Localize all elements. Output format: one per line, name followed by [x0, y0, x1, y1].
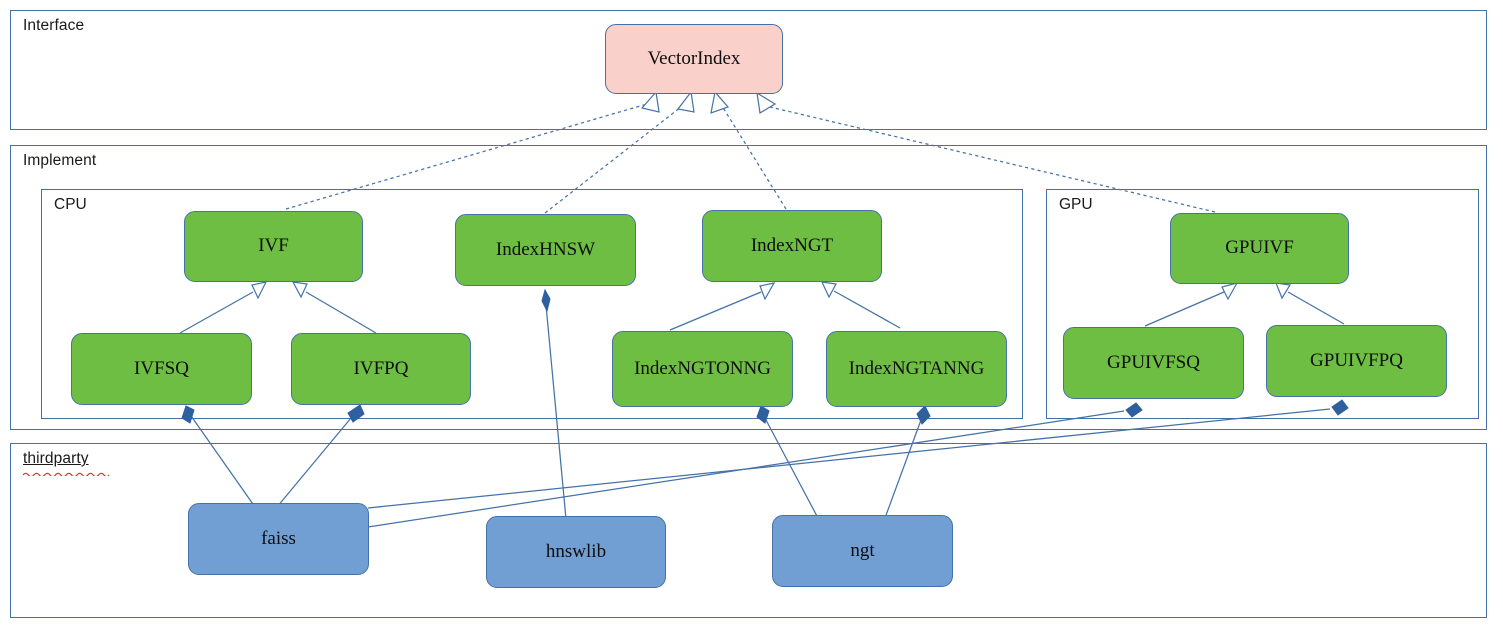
node-vectorindex[interactable]: VectorIndex	[605, 24, 783, 94]
node-ivfpq-label: IVFPQ	[353, 357, 409, 379]
node-indexngt[interactable]: IndexNGT	[702, 210, 882, 282]
edge-indexngt-realizes-vectorindex	[710, 90, 787, 210]
edge-faiss-composes-gpuivfsq	[367, 402, 1143, 528]
node-gpuivfpq-label: GPUIVFPQ	[1310, 349, 1403, 371]
edge-ivf-realizes-vectorindex	[285, 90, 660, 210]
group-implement: Implement CPU GPU	[10, 145, 1487, 430]
edge-faiss-composes-ivfsq	[181, 405, 256, 508]
node-hnswlib-label: hnswlib	[545, 540, 607, 562]
node-indexngtonng-label: IndexNGTONNG	[634, 357, 771, 379]
node-indexngtanng-label: IndexNGTANNG	[848, 357, 985, 379]
node-gpuivfpq[interactable]: GPUIVFPQ	[1266, 325, 1447, 397]
edge-faiss-composes-gpuivfpq	[367, 399, 1349, 509]
edge-faiss-composes-ivfpq	[276, 404, 365, 508]
node-faiss[interactable]: faiss	[188, 503, 369, 575]
group-cpu-label: CPU	[54, 196, 87, 213]
group-thirdparty-label: thirdparty	[23, 450, 89, 467]
node-ivf[interactable]: IVF	[184, 211, 363, 282]
edge-ivfsq-extends-ivf	[179, 281, 268, 334]
edge-indexhnsw-realizes-vectorindex	[544, 90, 695, 214]
edge-gpuivfsq-extends-gpuivf	[1144, 282, 1239, 327]
node-indexngtonng[interactable]: IndexNGTONNG	[612, 331, 793, 407]
node-gpuivf[interactable]: GPUIVF	[1170, 213, 1349, 284]
edge-gpuivfpq-extends-gpuivf	[1275, 282, 1345, 325]
node-indexngtanng[interactable]: IndexNGTANNG	[826, 331, 1007, 407]
node-ivfsq[interactable]: IVFSQ	[71, 333, 252, 405]
node-ivfpq[interactable]: IVFPQ	[291, 333, 471, 405]
node-ngt[interactable]: ngt	[772, 515, 953, 587]
group-cpu: CPU	[41, 189, 1023, 419]
edge-ivfpq-extends-ivf	[291, 281, 377, 334]
edge-indexngtanng-extends-indexngt	[820, 281, 901, 329]
node-gpuivfsq-label: GPUIVFSQ	[1107, 351, 1200, 373]
node-indexhnsw[interactable]: IndexHNSW	[455, 214, 636, 286]
group-interface-label: Interface	[23, 17, 85, 34]
node-hnswlib[interactable]: hnswlib	[486, 516, 666, 588]
group-gpu: GPU	[1046, 189, 1479, 419]
edge-gpuivf-realizes-vectorindex	[756, 91, 1216, 213]
node-ivf-label: IVF	[258, 235, 289, 257]
group-thirdparty: thirdparty	[10, 443, 1487, 618]
group-implement-label: Implement	[23, 152, 97, 169]
node-gpuivf-label: GPUIVF	[1225, 237, 1294, 259]
node-ngt-label: ngt	[850, 539, 875, 561]
edge-hnswlib-composes-indexhnsw	[541, 288, 567, 520]
node-faiss-label: faiss	[261, 527, 296, 549]
edge-indexngtonng-extends-indexngt	[669, 282, 776, 331]
group-gpu-label: GPU	[1059, 196, 1093, 213]
edge-ngt-composes-indexngtonng	[756, 405, 819, 519]
group-interface: Interface	[10, 10, 1487, 130]
node-vectorindex-label: VectorIndex	[647, 47, 741, 69]
node-ivfsq-label: IVFSQ	[134, 357, 189, 379]
edge-ngt-composes-indexngtanng	[884, 405, 931, 519]
node-gpuivfsq[interactable]: GPUIVFSQ	[1063, 327, 1244, 399]
node-indexhnsw-label: IndexHNSW	[495, 238, 596, 260]
node-indexngt-label: IndexNGT	[750, 234, 834, 256]
